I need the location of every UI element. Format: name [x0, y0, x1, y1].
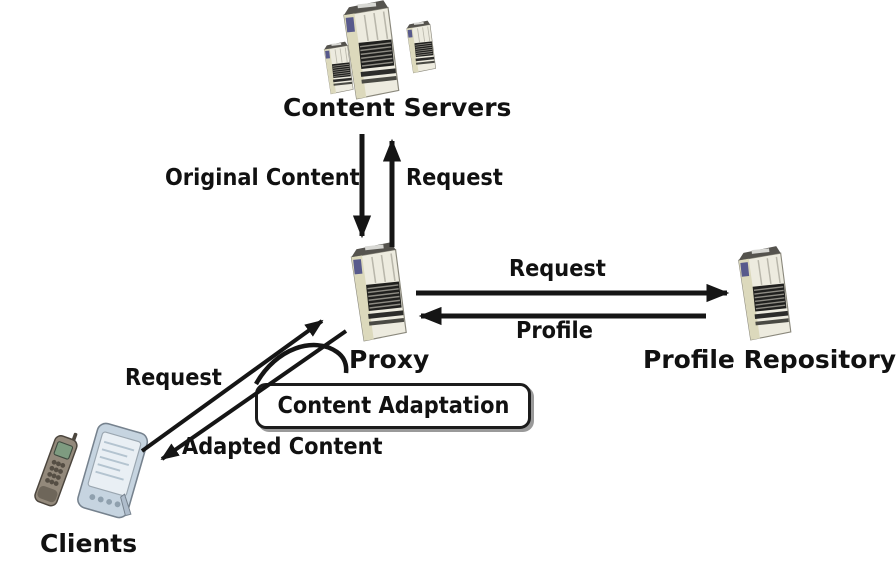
server-tower-icon	[342, 241, 413, 343]
server-tower-icon	[731, 245, 796, 342]
content-adaptation-box: Content Adaptation	[255, 383, 531, 429]
profile-label: Profile	[516, 318, 593, 344]
clients-label: Clients	[40, 529, 138, 558]
content-servers-label: Content Servers	[283, 93, 512, 122]
pda-icon	[70, 422, 156, 524]
request-to-proxy-label: Request	[125, 365, 222, 391]
proxy-label: Proxy	[349, 345, 430, 374]
adaptation-link-curve	[254, 342, 349, 386]
request-to-servers-label: Request	[406, 165, 503, 191]
adapted-content-label: Adapted Content	[182, 434, 383, 460]
profile-repository-label: Profile Repository	[643, 345, 896, 374]
server-tower-icon	[402, 20, 439, 74]
content-adaptation-label: Content Adaptation	[277, 393, 509, 419]
request-to-repository-label: Request	[509, 256, 606, 282]
server-tower-icon	[336, 0, 404, 102]
original-content-label: Original Content	[165, 165, 360, 191]
